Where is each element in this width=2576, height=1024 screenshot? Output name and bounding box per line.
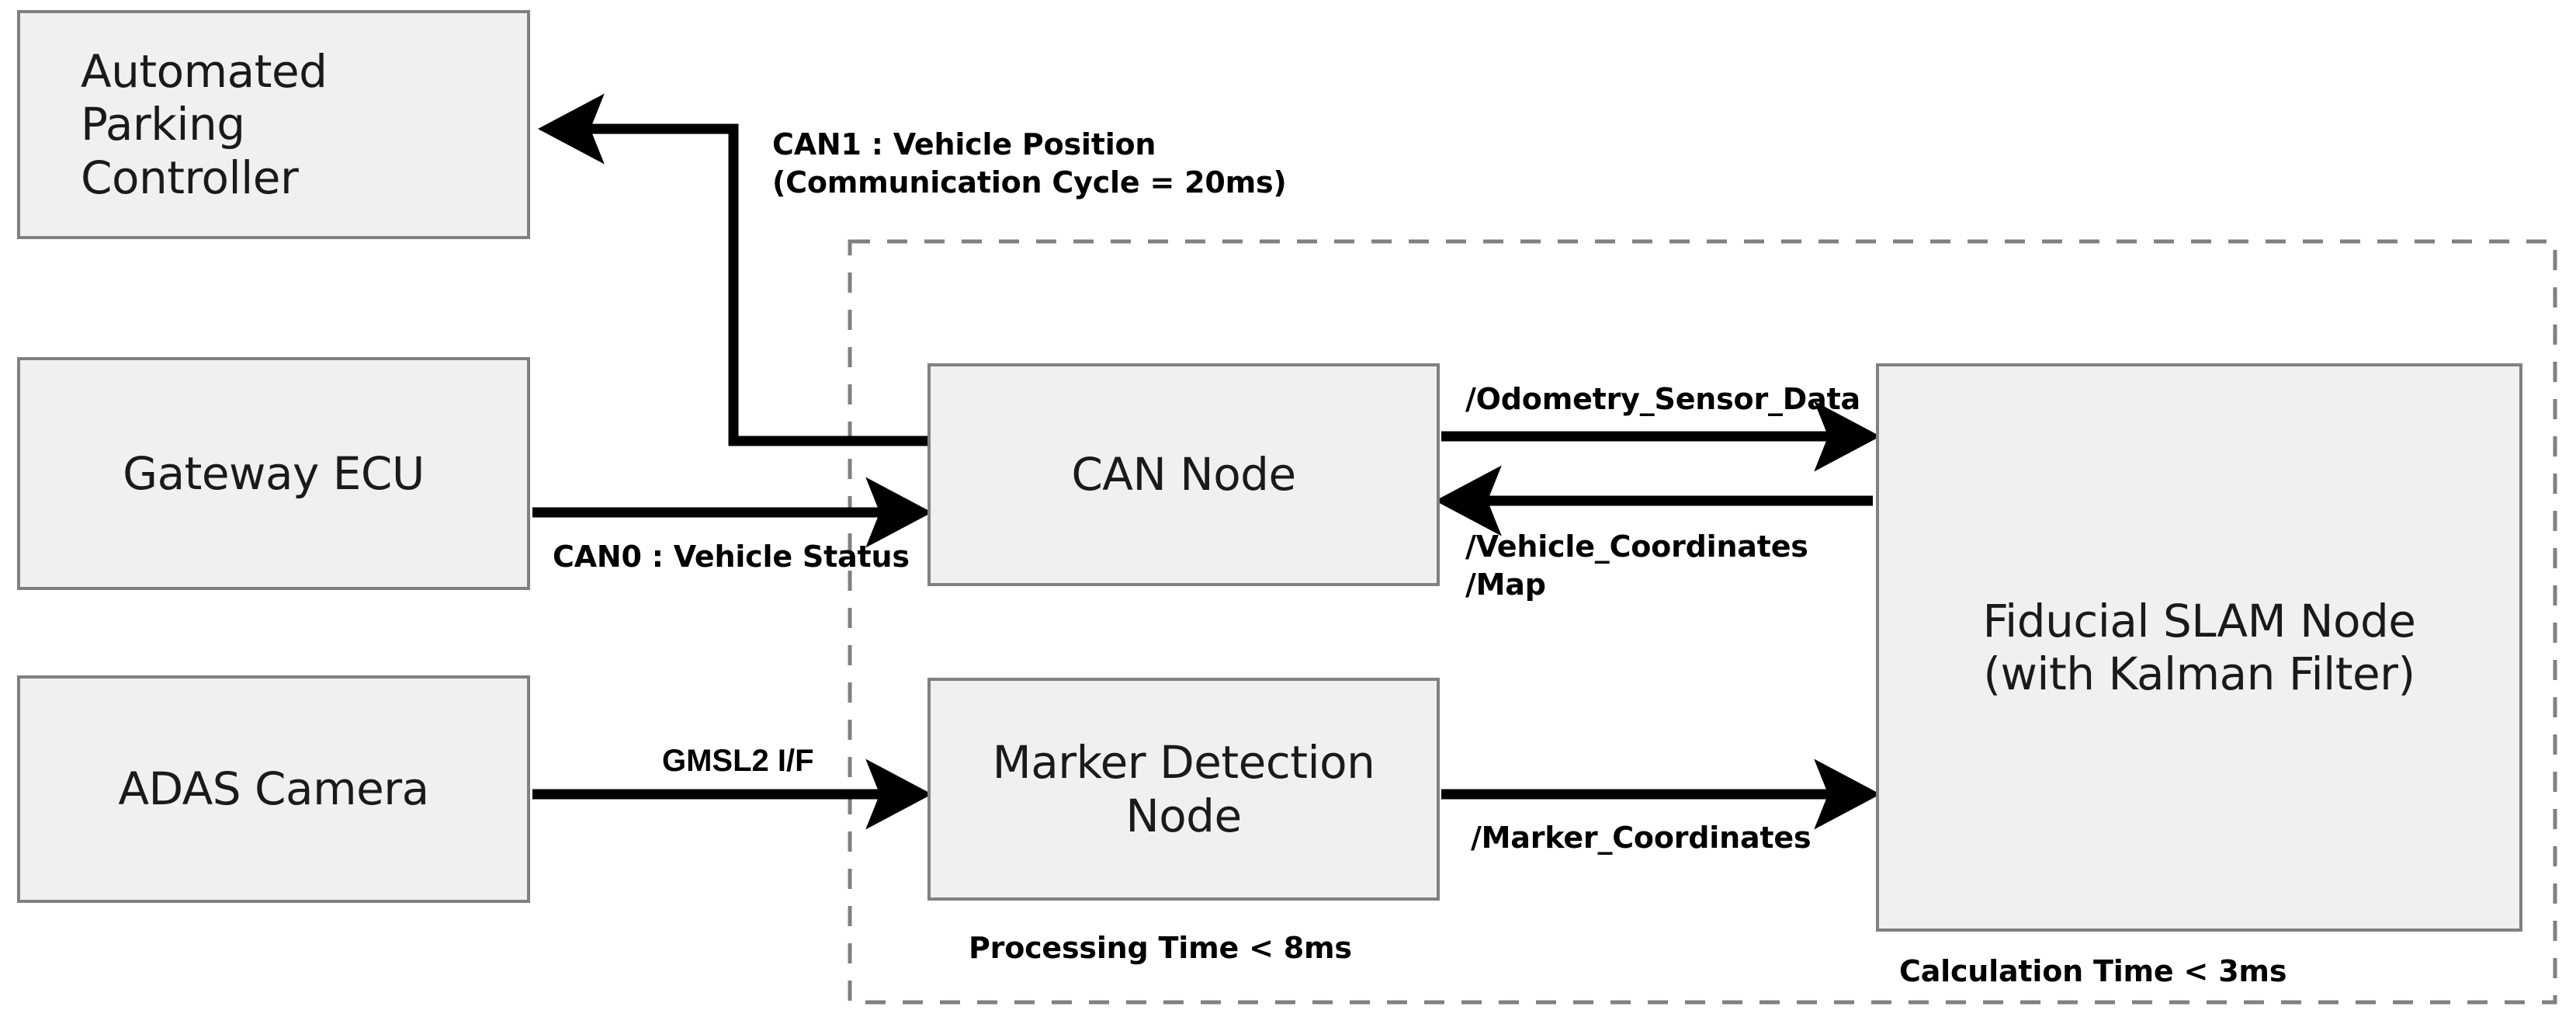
node-label-gateway-ecu: Gateway ECU [123,446,425,500]
node-can-node[interactable]: CAN Node [927,363,1440,586]
system-boundary-dashed-rect [848,239,2557,1005]
node-label-fiducial-slam-node: Fiducial SLAM Node (with Kalman Filter) [1982,594,2416,700]
edge-label-marker-coordinates: /Marker_Coordinates [1471,821,1812,855]
annotation-processing-time: Processing Time < 8ms [969,931,1352,965]
node-label-automated-parking-controller: Automated Parking Controller [81,44,328,204]
node-gateway-ecu[interactable]: Gateway ECU [17,357,530,590]
edge-label-vehicle-coordinates-map: /Vehicle_Coordinates /Map [1465,529,1808,602]
node-fiducial-slam-node[interactable]: Fiducial SLAM Node (with Kalman Filter) [1876,363,2522,932]
edge-can1-vehicle-position [537,93,927,446]
edge-label-odometry-sensor-data: /Odometry_Sensor_Data [1465,382,1860,416]
node-marker-detection-node[interactable]: Marker Detection Node [927,678,1440,901]
node-adas-camera[interactable]: ADAS Camera [17,675,530,903]
edge-label-can0-vehicle-status: CAN0 : Vehicle Status [553,540,910,574]
edge-label-gmsl2-interface: GMSL2 I/F [662,744,814,778]
node-label-marker-detection-node: Marker Detection Node [992,736,1375,842]
edge-label-can1-vehicle-position: CAN1 : Vehicle Position (Communication C… [772,127,1287,200]
node-label-adas-camera: ADAS Camera [118,762,429,816]
node-automated-parking-controller[interactable]: Automated Parking Controller [17,10,530,239]
node-label-can-node: CAN Node [1071,448,1296,502]
annotation-calculation-time: Calculation Time < 3ms [1899,954,2287,988]
